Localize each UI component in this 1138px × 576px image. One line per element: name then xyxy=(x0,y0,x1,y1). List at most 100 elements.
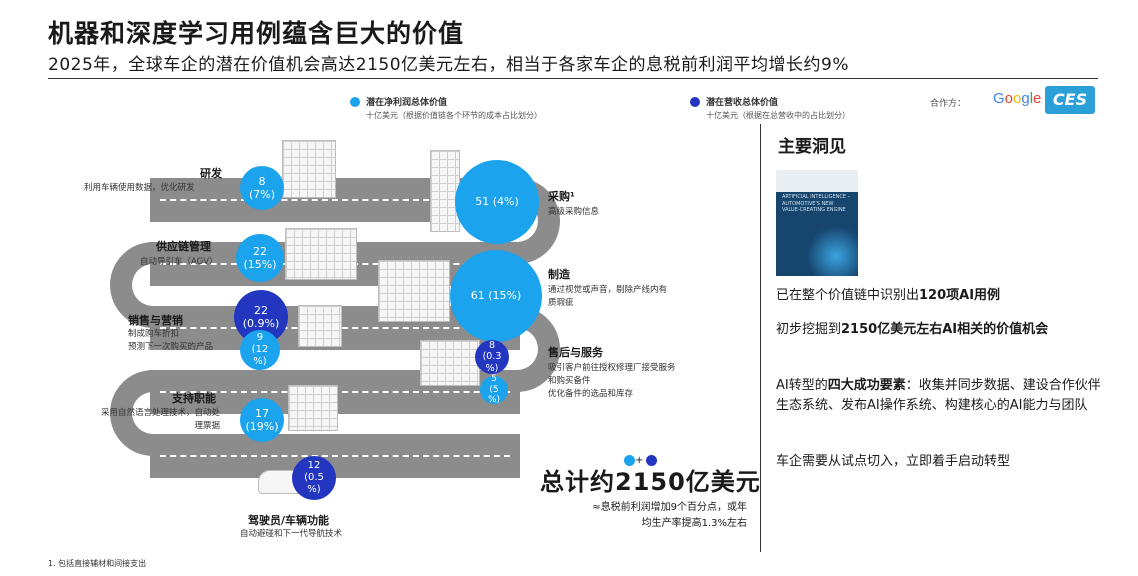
rnd-profit-pct: (7%) xyxy=(248,188,276,201)
legend-profit-title: 潜在净利润总体价值 xyxy=(366,98,448,108)
sales-revenue-pct: (0.9%) xyxy=(242,317,280,330)
insight-2-pre: 初步挖掘到 xyxy=(776,322,842,337)
after-sales-profit-pct-1: (5 xyxy=(489,384,499,395)
rnd-profit-bubble: 8(7%) xyxy=(240,166,284,210)
footnote: 1. 包括直接辅材和间接支出 xyxy=(48,559,147,568)
header-divider xyxy=(48,78,1098,79)
after-sales-profit-pct-2: %) xyxy=(487,395,501,406)
total-headline: 总计约2150亿美元 xyxy=(540,468,761,496)
partners-label: 合作方： xyxy=(930,99,967,109)
total-profit-dot xyxy=(624,455,635,466)
report-cover-image: ARTIFICIAL INTELLIGENCE – AUTOMOTIVE'S N… xyxy=(776,170,858,276)
after-sales-desc: 吸引客户前往授权修理厂接受服务 和购买备件 优化备件的选品和库存 xyxy=(548,362,676,400)
legend-revenue-subtitle: 十亿美元（根据在总营收中的占比划分） xyxy=(706,111,850,120)
after-sales-desc-line-2: 和购买备件 xyxy=(548,375,591,386)
manufacturing-title: 制造 xyxy=(548,268,570,281)
procurement-desc: 高级采购信息 xyxy=(548,207,600,217)
insight-item-4: 车企需要从试点切入，立即着手启动转型 xyxy=(776,454,1011,469)
support-profit-value: 17 xyxy=(254,406,269,420)
insights-title: 主要洞见 xyxy=(778,137,846,157)
total-plus-sign: + xyxy=(635,455,644,466)
insight-3-pre: AI转型的 xyxy=(776,378,828,393)
report-cover-top xyxy=(776,170,858,192)
total-note: ≈息税前利润增加9个百分点，或年 均生产率提高1.3%左右 xyxy=(537,500,747,532)
rnd-title: 研发 xyxy=(200,167,222,180)
sales-profit-bubble: 9(12%) xyxy=(240,330,280,370)
road-stripe-1 xyxy=(160,199,510,201)
sales-profit-pct-2: %) xyxy=(253,356,267,367)
supply-chain-profit-value: 22 xyxy=(252,244,267,258)
after-sales-revenue-value: 8 xyxy=(488,339,496,351)
insight-item-3: AI转型的四大成功要素：收集并同步数据、建设合作伙伴生态系统、发布AI操作系统、… xyxy=(776,376,1106,416)
manufacturing-desc-line-2: 质瑕疵 xyxy=(548,297,574,308)
procurement-tower-illustration xyxy=(430,150,460,232)
insights-divider xyxy=(760,124,761,552)
factory-illustration xyxy=(378,260,450,322)
after-sales-desc-line-3: 优化备件的选品和库存 xyxy=(548,388,634,399)
manufacturing-profit-value: 61 xyxy=(470,289,485,303)
manufacturing-desc-line-1: 通过视觉或声音，剔除产线内有 xyxy=(548,285,668,295)
support-desc-line-2: 理票据 xyxy=(194,420,220,431)
supply-chain-desc: 自动导引车（AGV） xyxy=(140,257,218,267)
sales-revenue-value: 22 xyxy=(254,303,268,317)
support-title: 支持职能 xyxy=(172,392,216,405)
driver-desc: 自动避碰和下一代导航技术 xyxy=(240,529,343,539)
support-profit-bubble: 17(19%) xyxy=(240,398,284,442)
legend-revenue-dot xyxy=(690,97,700,107)
insight-1-bold: 120项AI用例 xyxy=(919,288,1001,303)
service-garage-illustration xyxy=(420,340,480,386)
google-logo: Google xyxy=(993,90,1042,107)
legend-profit-subtitle: 十亿美元（根据价值链各个环节的成本占比划分） xyxy=(366,111,542,120)
total-note-line-2: 均生产率提高1.3%左右 xyxy=(641,518,747,529)
total-revenue-dot xyxy=(646,455,658,466)
driver-revenue-value: 12 xyxy=(307,460,321,471)
insight-2-bold: 2150亿美元左右AI相关的价值机会 xyxy=(841,322,1049,337)
sales-desc: 制成购车折扣 预测下一次购买的产品 xyxy=(128,328,213,354)
legend-profit: 潜在净利润总体价值 十亿美元（根据价值链各个环节的成本占比划分） xyxy=(366,95,542,121)
sales-desc-line-1: 制成购车折扣 xyxy=(128,329,180,339)
page-subtitle: 2025年，全球车企的潜在价值机会高达2150亿美元左右，相当于各家车企的息税前… xyxy=(48,55,849,75)
insight-3-post: ：收集并同步数据、建设合作伙伴生态系统、发布AI操作系统、构建核心的AI能力与团… xyxy=(776,378,1101,414)
driver-title: 驾驶员/车辆功能 xyxy=(248,514,330,527)
road-stripe-5 xyxy=(160,455,510,457)
sales-revenue-bubble: 22(0.9%) xyxy=(234,290,288,344)
after-sales-title: 售后与服务 xyxy=(548,346,603,359)
support-profit-pct: (19%) xyxy=(245,420,279,433)
legend-revenue-title: 潜在营收总体价值 xyxy=(706,98,779,108)
supply-chain-title: 供应链管理 xyxy=(156,240,211,253)
supply-chain-warehouse-illustration xyxy=(285,228,357,280)
manufacturing-profit-bubble: 61 (15%) xyxy=(450,250,542,342)
driver-revenue-pct-1: (0.5 xyxy=(304,472,324,483)
office-illustration xyxy=(288,385,338,431)
support-desc-line-1: 采用自然语言处理技术，自动处 xyxy=(100,408,220,418)
supply-chain-profit-pct: (15%) xyxy=(243,258,277,271)
total-dots: + xyxy=(624,450,658,469)
legend-revenue: 潜在营收总体价值 十亿美元（根据在总营收中的占比划分） xyxy=(706,95,850,121)
legend-profit-dot xyxy=(350,97,360,107)
procurement-profit-value: 51 xyxy=(475,195,490,209)
insight-item-2: 初步挖掘到2150亿美元左右AI相关的价值机会 xyxy=(776,320,1106,340)
rnd-laptop-illustration xyxy=(282,140,336,198)
sales-desc-line-2: 预测下一次购买的产品 xyxy=(128,341,214,352)
after-sales-profit-value: 5 xyxy=(491,373,497,384)
support-desc: 采用自然语言处理技术，自动处 理票据 xyxy=(72,407,220,433)
after-sales-profit-bubble: 5(5%) xyxy=(480,373,508,406)
insight-item-1: 已在整个价值链中识别出120项AI用例 xyxy=(776,286,1106,306)
report-cover-text: ARTIFICIAL INTELLIGENCE – AUTOMOTIVE'S N… xyxy=(782,194,851,213)
after-sales-revenue-pct-1: (0.3 xyxy=(482,351,502,363)
supply-chain-profit-bubble: 22(15%) xyxy=(236,234,284,282)
driver-revenue-bubble: 12(0.5%) xyxy=(292,456,336,500)
sales-title: 销售与营销 xyxy=(128,314,183,327)
report-cover-glow xyxy=(806,226,858,276)
rnd-profit-value: 8 xyxy=(258,174,266,188)
total-note-line-1: ≈息税前利润增加9个百分点，或年 xyxy=(592,502,747,513)
procurement-title: 采购¹ xyxy=(548,190,575,203)
driver-revenue-pct-2: %) xyxy=(307,484,321,495)
sales-profit-value: 9 xyxy=(256,332,264,343)
ces-logo: CES xyxy=(1045,86,1095,114)
procurement-profit-pct: (4%) xyxy=(492,195,519,209)
manufacturing-profit-pct: (15%) xyxy=(488,289,522,303)
after-sales-revenue-bubble: 8(0.3%) xyxy=(475,340,509,374)
dealership-illustration xyxy=(298,305,342,347)
after-sales-desc-line-1: 吸引客户前往授权修理厂接受服务 xyxy=(548,363,676,373)
